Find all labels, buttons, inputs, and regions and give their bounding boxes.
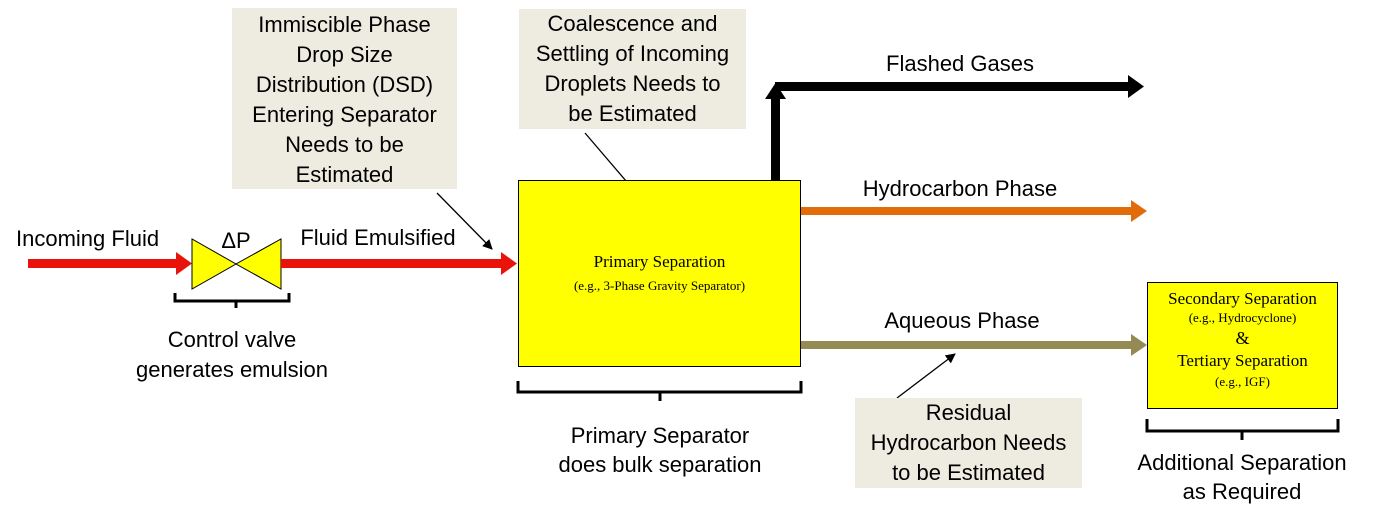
incoming-fluid-arrow xyxy=(28,252,192,275)
coalescence-note-line: Coalescence and xyxy=(547,11,718,36)
flashed-gases-arrow xyxy=(765,75,1144,182)
secondary-separation-title: Secondary Separation xyxy=(1168,289,1317,308)
primary-separator-caption-line2: does bulk separation xyxy=(558,452,761,477)
aqueous-phase-label: Aqueous Phase xyxy=(884,308,1039,333)
hydrocarbon-phase-label: Hydrocarbon Phase xyxy=(863,176,1057,201)
coalescence-note-line: be Estimated xyxy=(568,101,697,126)
primary-separation-box: Primary Separation (e.g., 3-Phase Gravit… xyxy=(518,180,801,367)
control-valve-caption-line2: generates emulsion xyxy=(136,357,328,382)
incoming-fluid-label: Incoming Fluid xyxy=(16,226,159,251)
dsd-note-line: Estimated xyxy=(295,162,394,187)
primary-separation-title: Primary Separation xyxy=(593,252,726,271)
dsd-note-line: Entering Separator xyxy=(252,102,437,127)
flashed-gases-label: Flashed Gases xyxy=(886,51,1034,76)
additional-separation-caption-line2: as Required xyxy=(1183,479,1302,504)
tertiary-separation-example: (e.g., IGF) xyxy=(1215,374,1270,389)
primary-separator-brace xyxy=(516,381,803,401)
tertiary-separation-title: Tertiary Separation xyxy=(1177,351,1308,370)
delta-p-label: ΔP xyxy=(221,228,250,253)
coalescence-note-line: Droplets Needs to xyxy=(544,71,721,96)
additional-separation-brace xyxy=(1145,419,1340,440)
coalescence-note-line: Settling of Incoming xyxy=(535,41,730,66)
ampersand: & xyxy=(1235,328,1250,348)
dsd-note-line: Needs to be xyxy=(285,132,404,157)
aqueous-phase-arrow xyxy=(801,334,1147,356)
coalescence-note: Coalescence and Settling of Incoming Dro… xyxy=(519,9,746,129)
residual-note-line: Hydrocarbon Needs xyxy=(870,430,1067,455)
secondary-tertiary-separation-box: Secondary Separation (e.g., Hydrocyclone… xyxy=(1147,282,1338,409)
residual-note-line: Residual xyxy=(925,400,1012,425)
dsd-note-line: Drop Size xyxy=(296,42,393,67)
secondary-separation-example: (e.g., Hydrocyclone) xyxy=(1188,310,1297,325)
residual-hydrocarbon-note: Residual Hydrocarbon Needs to be Estimat… xyxy=(855,398,1082,488)
fluid-emulsified-label: Fluid Emulsified xyxy=(300,225,455,250)
primary-separator-caption-line1: Primary Separator xyxy=(571,423,750,448)
emulsified-fluid-arrow xyxy=(281,252,517,275)
dsd-note: Immiscible Phase Drop Size Distribution … xyxy=(232,8,457,189)
dsd-callout-arrow xyxy=(436,192,493,250)
control-valve-brace xyxy=(173,293,291,308)
hydrocarbon-phase-arrow xyxy=(801,200,1147,222)
dsd-note-line: Immiscible Phase xyxy=(258,12,431,37)
residual-note-line: to be Estimated xyxy=(892,460,1045,485)
dsd-note-line: Distribution (DSD) xyxy=(255,72,434,97)
primary-separation-subtitle: (e.g., 3-Phase Gravity Separator) xyxy=(573,278,746,293)
residual-callout-arrow xyxy=(896,353,956,399)
control-valve-caption-line1: Control valve xyxy=(168,327,296,352)
additional-separation-caption-line1: Additional Separation xyxy=(1137,450,1346,475)
